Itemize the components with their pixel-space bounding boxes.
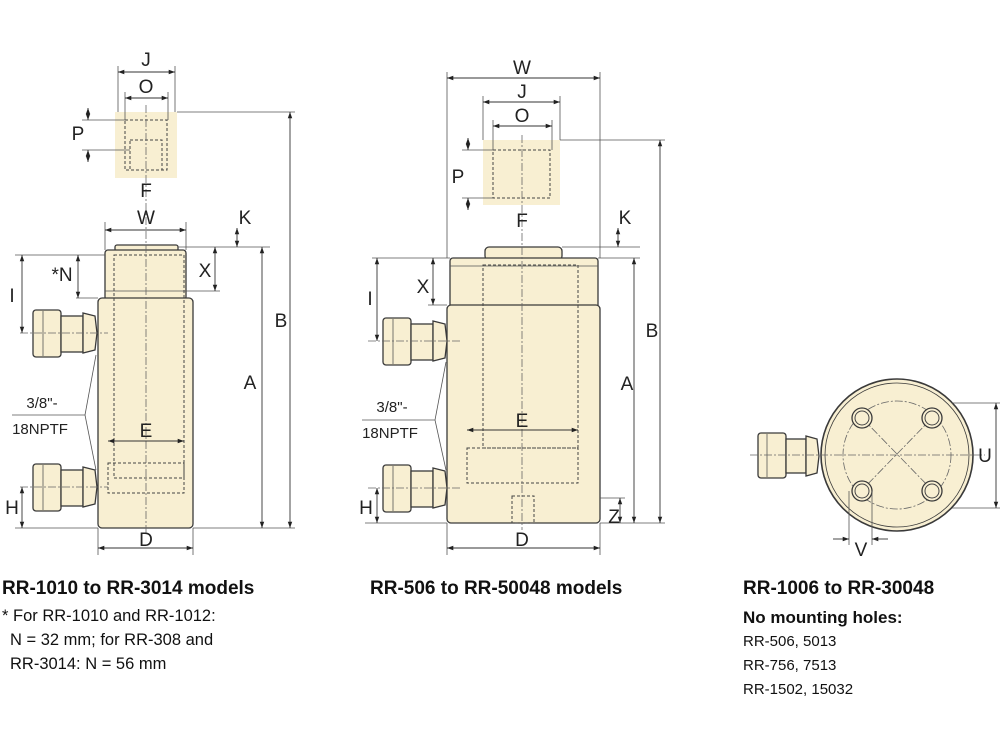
left-footnote: * For RR-1010 and RR-1012: N = 32 mm; fo…	[2, 604, 216, 676]
right-base-view-figure: U V	[750, 378, 1000, 561]
dim-label-z: Z	[608, 507, 620, 528]
dim-label-k: K	[239, 208, 252, 229]
dim-label-w: W	[513, 58, 531, 79]
dim-label-p: P	[72, 124, 85, 145]
dim-label-i: I	[9, 286, 14, 307]
dim-label-o: O	[515, 106, 530, 127]
right-figure-title: RR-1006 to RR-30048	[743, 578, 935, 599]
left-cylinder-body	[97, 297, 194, 529]
no-mounting-holes-heading: No mounting holes:	[743, 608, 903, 627]
dim-label-f: F	[516, 211, 528, 232]
left-lower-coupler	[20, 463, 108, 512]
dim-label-e: E	[516, 411, 529, 432]
middle-cylinder-body	[446, 304, 601, 524]
dim-label-h: H	[5, 498, 19, 519]
dim-label-d: D	[515, 530, 529, 551]
left-figure-title: RR-1010 to RR-3014 models	[2, 578, 255, 599]
dim-label-w: W	[137, 208, 155, 229]
footnote-line: N = 32 mm; for RR-308 and	[10, 631, 214, 649]
dim-label-j: J	[141, 50, 151, 71]
left-plunger	[104, 249, 187, 301]
middle-saddle	[483, 140, 560, 205]
right-coupler	[757, 432, 820, 479]
model-list-item: RR-506, 5013	[743, 633, 837, 650]
dim-label-d: D	[139, 530, 153, 551]
middle-lower-coupler	[368, 464, 460, 513]
dim-label-i: I	[367, 289, 372, 310]
mounting-holes	[851, 407, 943, 502]
dim-label-p: P	[452, 167, 465, 188]
dim-label-b: B	[646, 321, 659, 342]
dim-label-x: X	[417, 277, 430, 298]
middle-figure-title: RR-506 to RR-50048 models	[370, 578, 623, 599]
middle-cylinder-figure: W J O P F K X I B A E D H Z 3/8"- 18NPTF	[359, 58, 665, 555]
dim-label-b: B	[275, 311, 288, 332]
footnote-line: RR-3014: N = 56 mm	[10, 655, 167, 673]
dim-label-n: *N	[51, 265, 72, 286]
thread-spec-line1: 3/8"-	[376, 399, 407, 416]
model-list-item: RR-756, 7513	[743, 657, 837, 674]
dim-label-a: A	[244, 373, 257, 394]
dim-label-u: U	[978, 446, 992, 467]
model-list-item: RR-1502, 15032	[743, 681, 854, 698]
dim-label-x: X	[199, 261, 212, 282]
thread-spec-line1: 3/8"-	[26, 395, 57, 412]
dim-label-v: V	[855, 540, 868, 561]
middle-upper-coupler	[368, 317, 460, 366]
dim-label-a: A	[621, 374, 634, 395]
dim-label-h: H	[359, 498, 373, 519]
footnote-line: * For RR-1010 and RR-1012:	[2, 607, 216, 625]
dim-label-f: F	[140, 181, 152, 202]
left-cylinder-figure: J O P F W K X *N I B A E D H 3/8"- 18NPT…	[5, 50, 295, 555]
dim-label-k: K	[619, 208, 632, 229]
dim-label-o: O	[139, 77, 154, 98]
left-upper-coupler	[20, 309, 108, 358]
no-mounting-holes-list: RR-506, 5013 RR-756, 7513 RR-1502, 15032	[743, 630, 853, 702]
dim-label-j: J	[517, 82, 527, 103]
thread-spec-line2: 18NPTF	[12, 421, 68, 438]
thread-spec-line2: 18NPTF	[362, 425, 418, 442]
dim-label-e: E	[140, 421, 153, 442]
